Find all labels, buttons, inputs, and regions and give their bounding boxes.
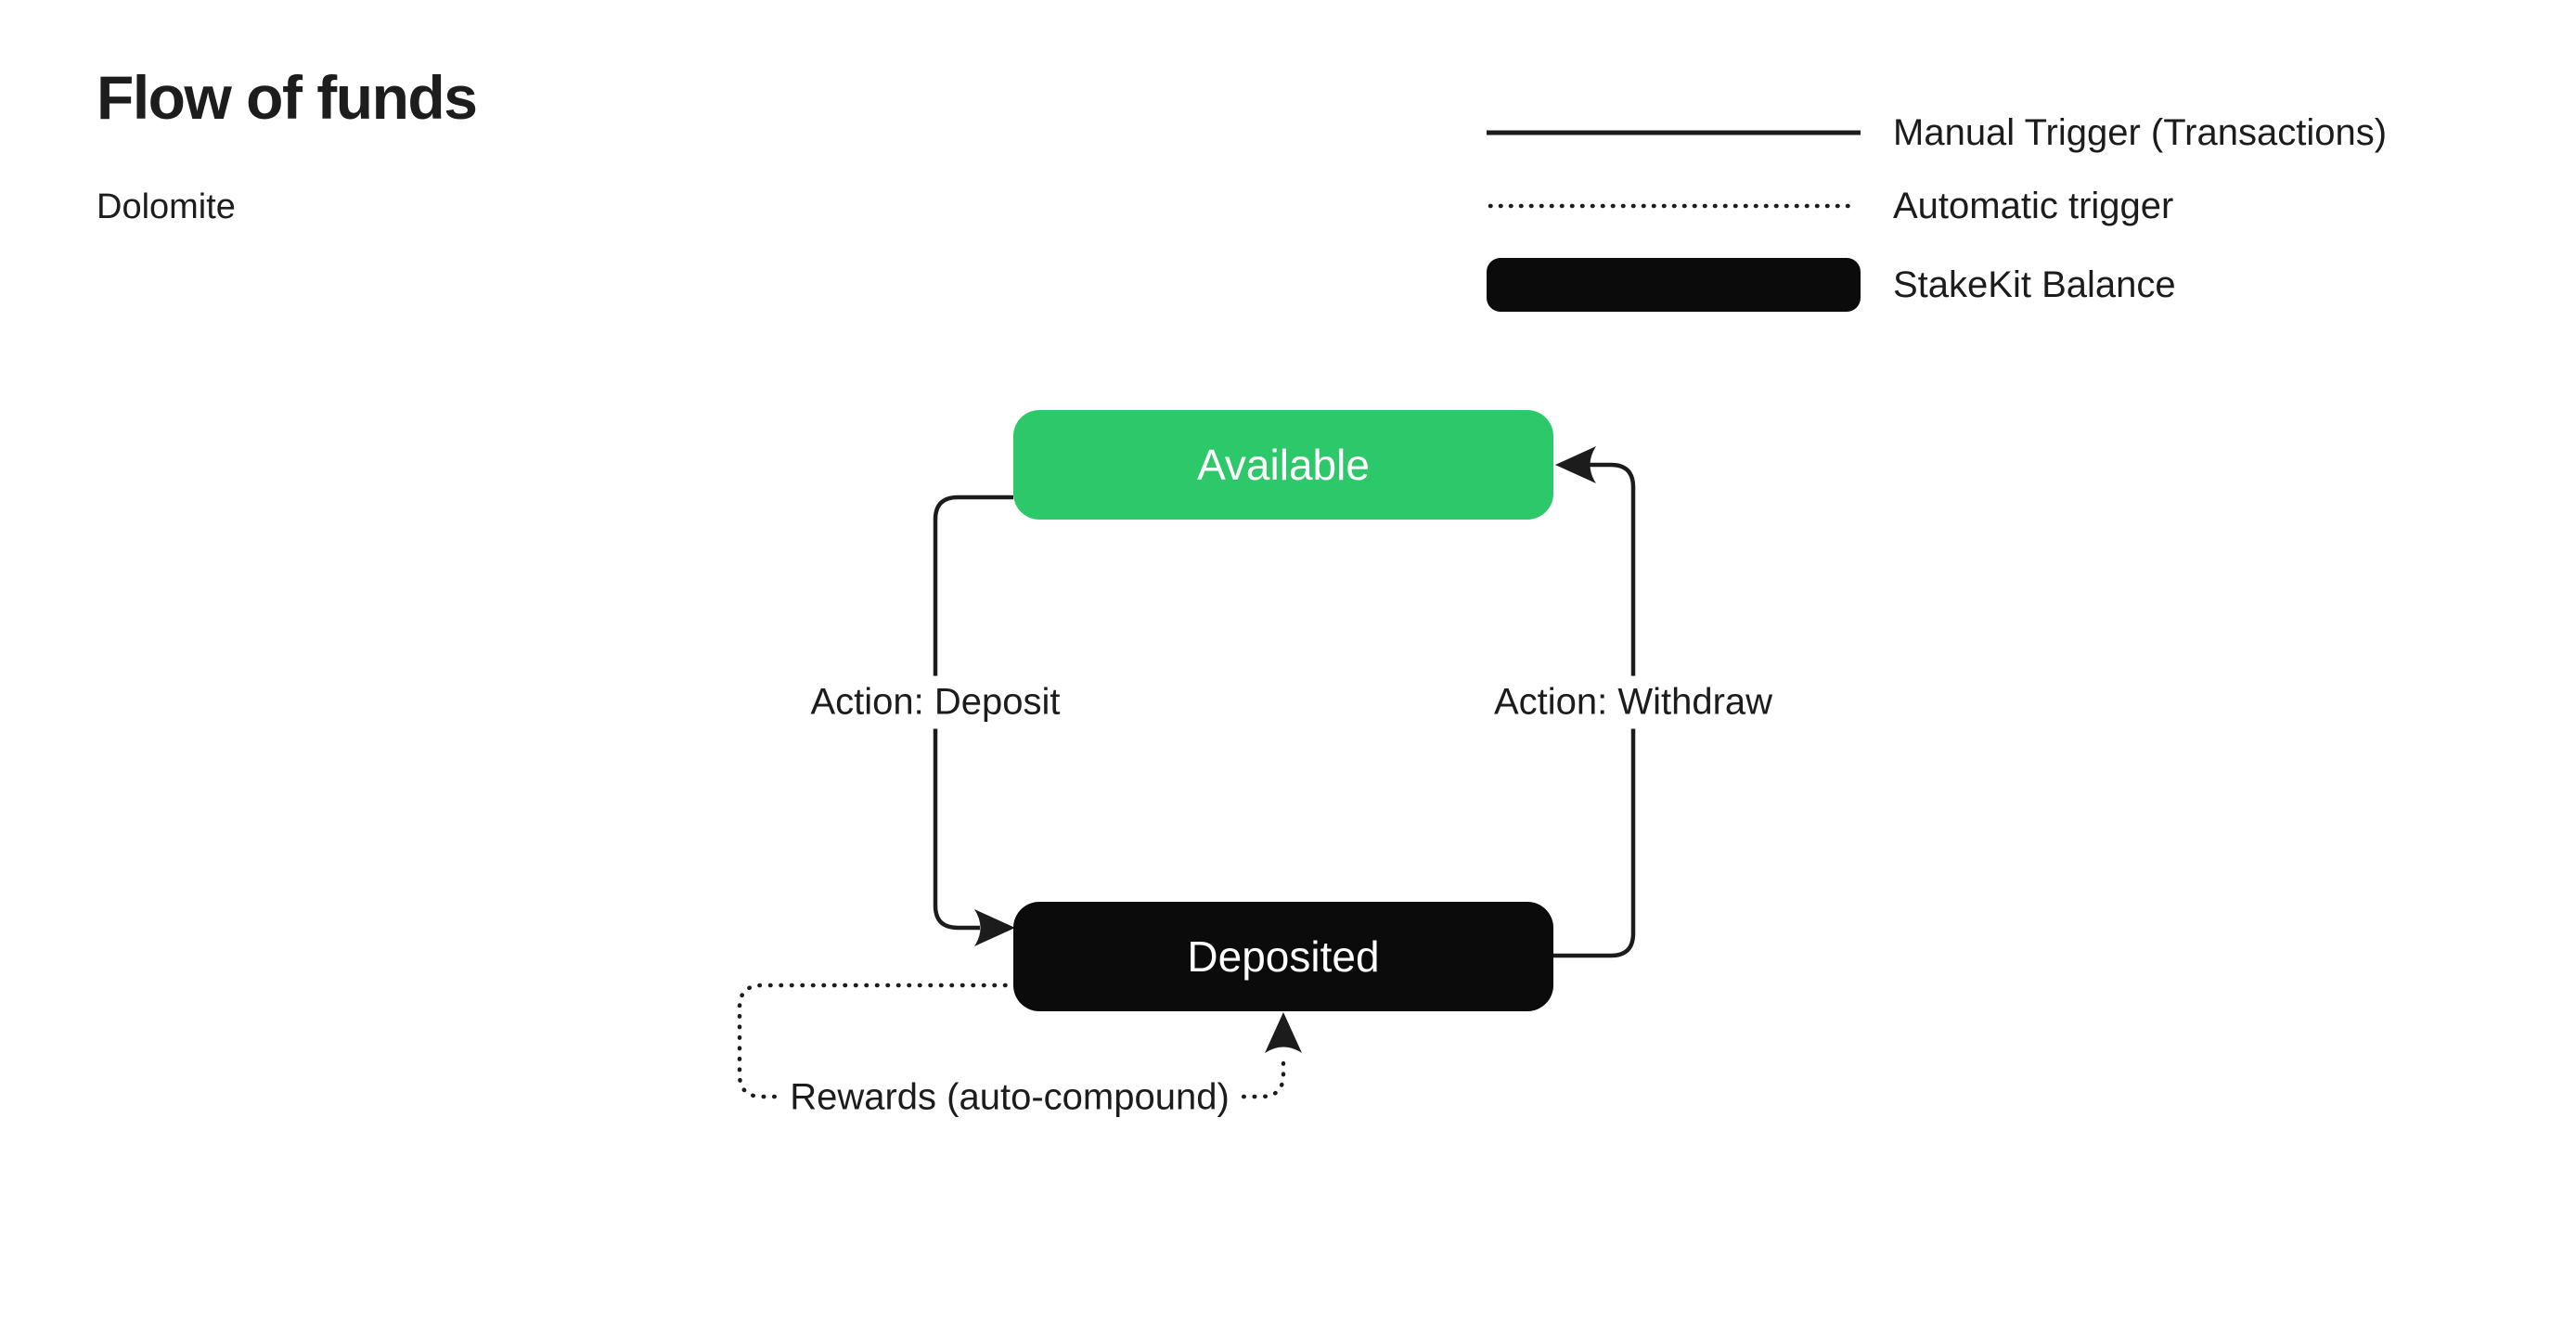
node-label: Available [1197,441,1370,489]
filled-box-swatch-icon [1487,258,1861,312]
node-deposited: Deposited [1013,902,1553,1011]
legend-item-automatic-trigger: Automatic trigger [1487,180,2396,232]
edge-label-rewards: Rewards (auto-compound) [779,1071,1241,1124]
arrowhead-right-icon [974,909,1015,946]
legend-label: Automatic trigger [1893,185,2174,226]
legend-label: Manual Trigger (Transactions) [1893,111,2388,153]
page-title: Flow of funds [97,63,478,132]
edge-label-withdraw: Action: Withdraw [1482,675,1784,729]
legend-label: StakeKit Balance [1893,263,2176,305]
node-label: Deposited [1187,932,1380,981]
dotted-line-swatch-icon [1487,201,1861,211]
solid-line-swatch-icon [1487,128,1861,137]
arrowhead-left-icon [1555,446,1596,483]
node-available: Available [1013,410,1553,520]
edge-label-deposit: Action: Deposit [799,675,1072,729]
arrowhead-up-icon [1265,1012,1302,1053]
legend-item-manual-trigger: Manual Trigger (Transactions) [1487,107,2396,159]
legend-item-stakekit-balance: StakeKit Balance [1487,258,2396,312]
edge-rewards [737,983,1302,1099]
page-subtitle: Dolomite [97,187,236,226]
